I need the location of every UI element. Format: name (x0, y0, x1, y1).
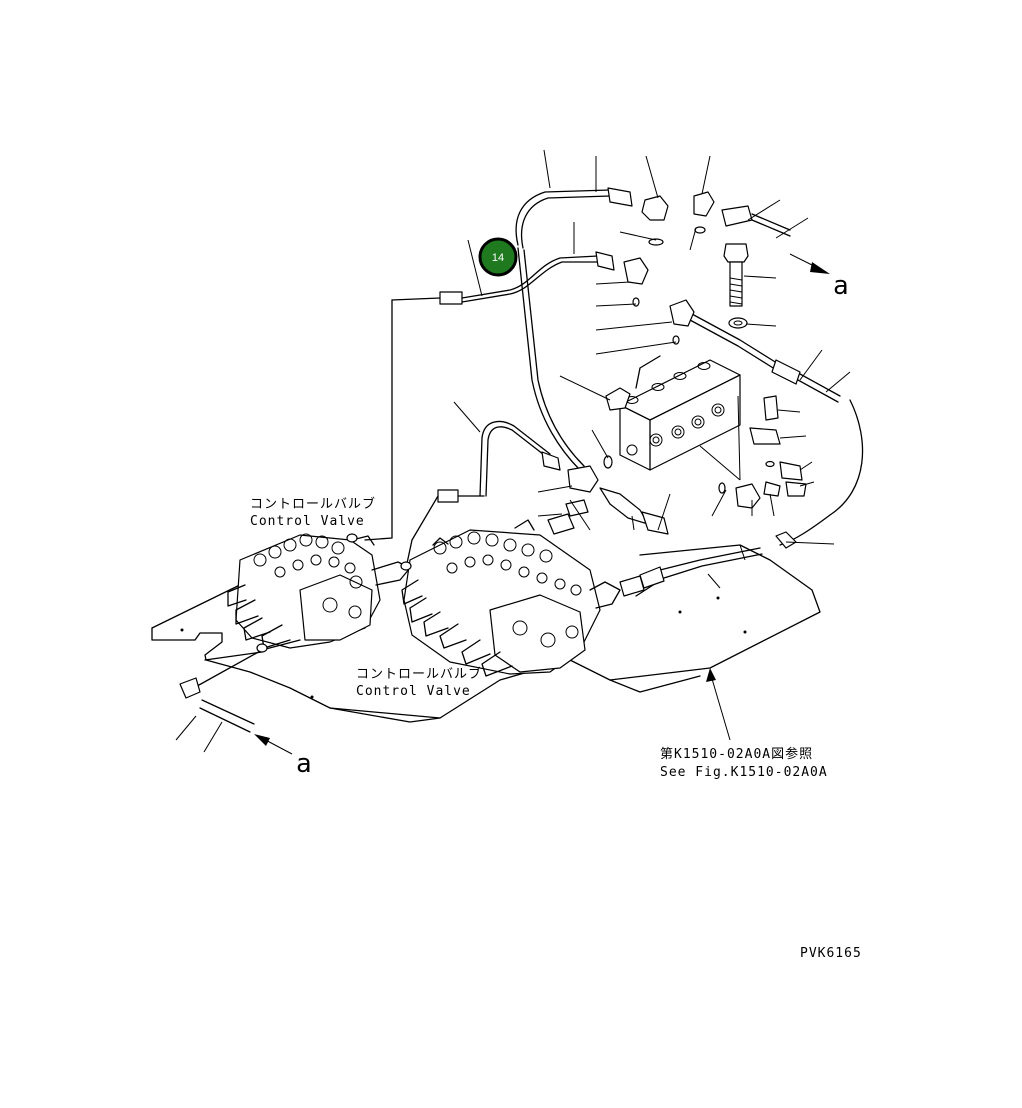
hoses (179, 187, 864, 733)
fittings (256, 191, 807, 653)
arrow-a-bottom (254, 734, 293, 755)
control-valve-label-jp-1: コントロールバルブ (250, 496, 376, 512)
see-fig-label-jp: 第K1510-02A0A図参照 (660, 746, 813, 762)
manifold-block (605, 355, 741, 471)
see-fig-label-en: See Fig.K1510-02A0A (660, 765, 828, 780)
reference-leader (709, 671, 731, 741)
arrow-a-bottom-label: a (296, 749, 312, 779)
arrow-a-top-label: a (833, 271, 849, 301)
arrow-a-top (789, 253, 830, 274)
base-plate (151, 544, 821, 723)
drawing-code: PVK6165 (800, 946, 862, 961)
control-valve-label-jp-2: コントロールバルブ (356, 666, 482, 682)
control-valve-label-en-1: Control Valve (250, 514, 365, 529)
control-valve-left (227, 533, 411, 649)
callout-badge-14[interactable]: 14 (478, 237, 518, 277)
callout-number: 14 (492, 252, 504, 264)
control-valve-label-en-2: Control Valve (356, 684, 471, 699)
control-valve-right (401, 519, 621, 677)
reference-arrowhead (706, 668, 716, 682)
leader-lines (175, 149, 851, 753)
